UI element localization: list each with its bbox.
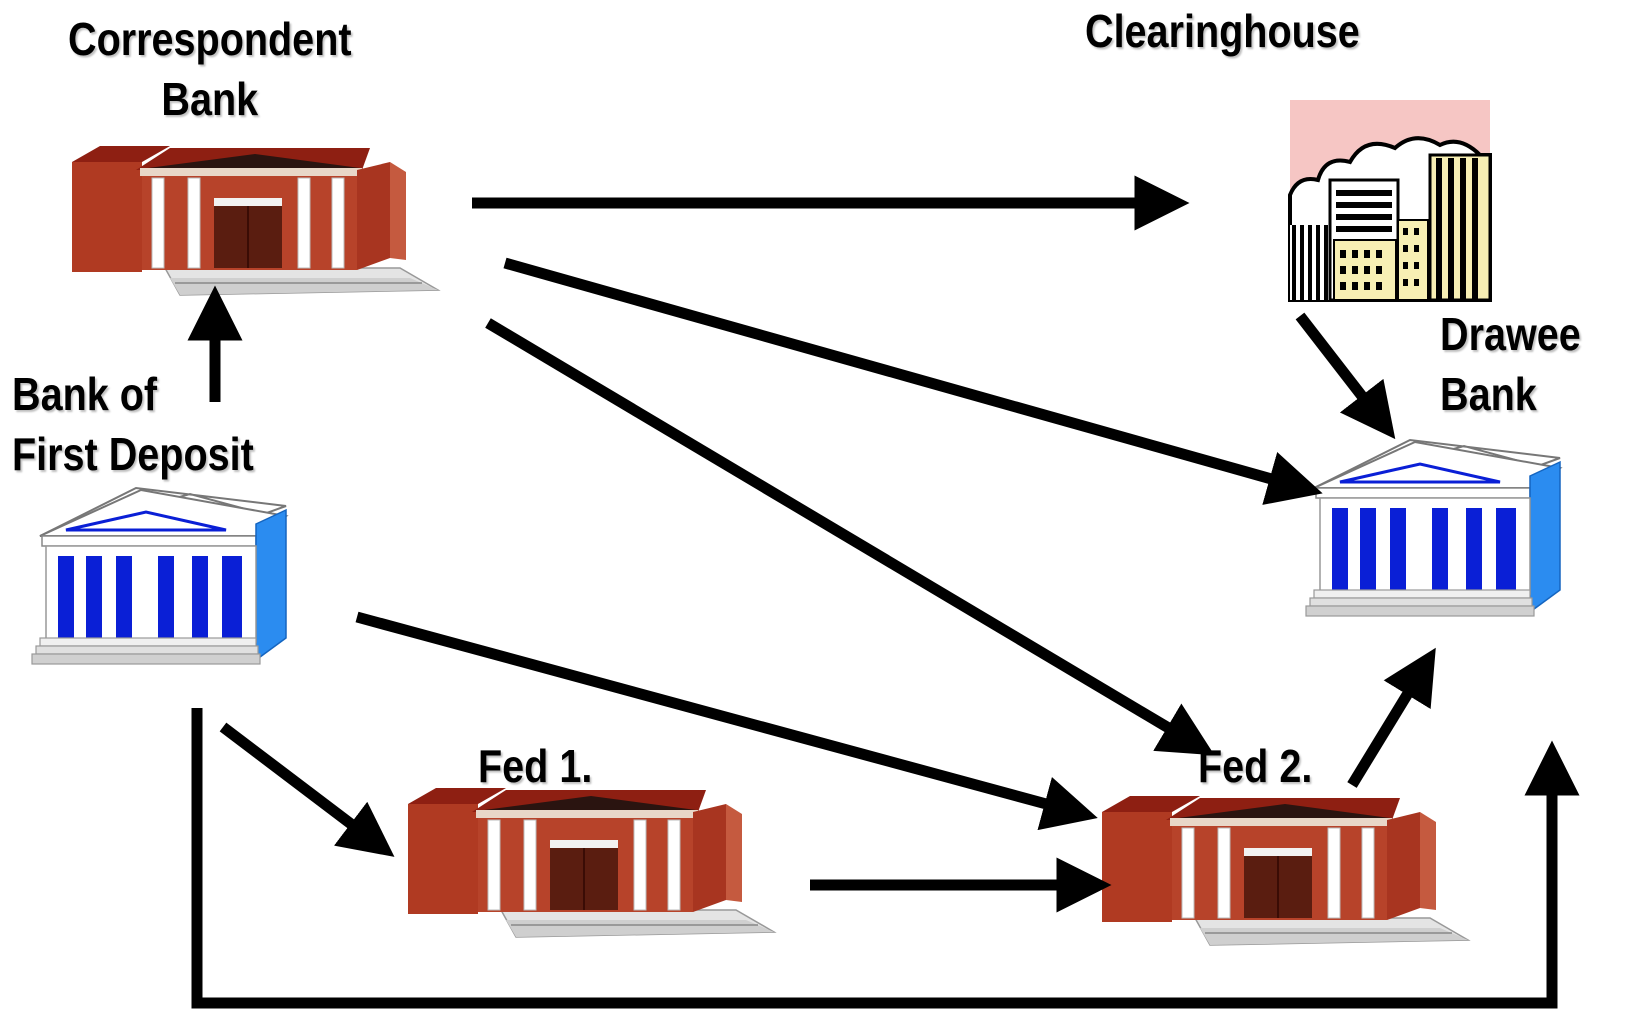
arrow-correspondent-to-drawee xyxy=(503,257,1323,505)
correspondent-bank-label-line1: Correspondent xyxy=(68,13,352,65)
arrow-first-deposit-to-fed2 xyxy=(355,611,1098,831)
drawee-bank-label-line1: Drawee xyxy=(1440,308,1581,360)
clearinghouse-city-office-buildings-icon xyxy=(1288,100,1492,302)
drawee-bank-blue-bank-building-icon xyxy=(1304,438,1562,618)
arrow-correspondent-to-fed2 xyxy=(485,318,1215,756)
fed2-label: Fed 2. xyxy=(1198,740,1313,792)
arrow-first-deposit-to-fed1 xyxy=(219,722,395,857)
correspondent-bank-red-bank-building-icon xyxy=(71,145,439,296)
bank-of-first-deposit-blue-bank-building-icon xyxy=(30,486,288,666)
flow-arrows xyxy=(187,175,1580,1009)
drawee-bank-label-line2: Bank xyxy=(1440,367,1537,420)
arrow-first-deposit-to-drawee xyxy=(191,708,1580,1009)
clearinghouse-label: Clearinghouse xyxy=(1085,5,1360,57)
drawee-bank-label: Drawee Bank xyxy=(1440,305,1581,425)
arrow-fed2-to-drawee xyxy=(1347,647,1436,788)
correspondent-bank-label: Correspondent Bank xyxy=(68,10,352,130)
fed1-label: Fed 1. xyxy=(478,740,593,792)
fed2-red-bank-building-icon xyxy=(1101,795,1469,946)
correspondent-bank-label-line2: Bank xyxy=(161,72,259,125)
bank-of-first-deposit-label: Bank of First Deposit xyxy=(12,365,254,485)
bank-of-first-deposit-label-line1: Bank of xyxy=(12,368,158,420)
bank-of-first-deposit-label-line2: First Deposit xyxy=(12,427,254,480)
arrow-clearinghouse-to-drawee xyxy=(1295,312,1396,440)
fed1-red-bank-building-icon xyxy=(407,787,775,938)
